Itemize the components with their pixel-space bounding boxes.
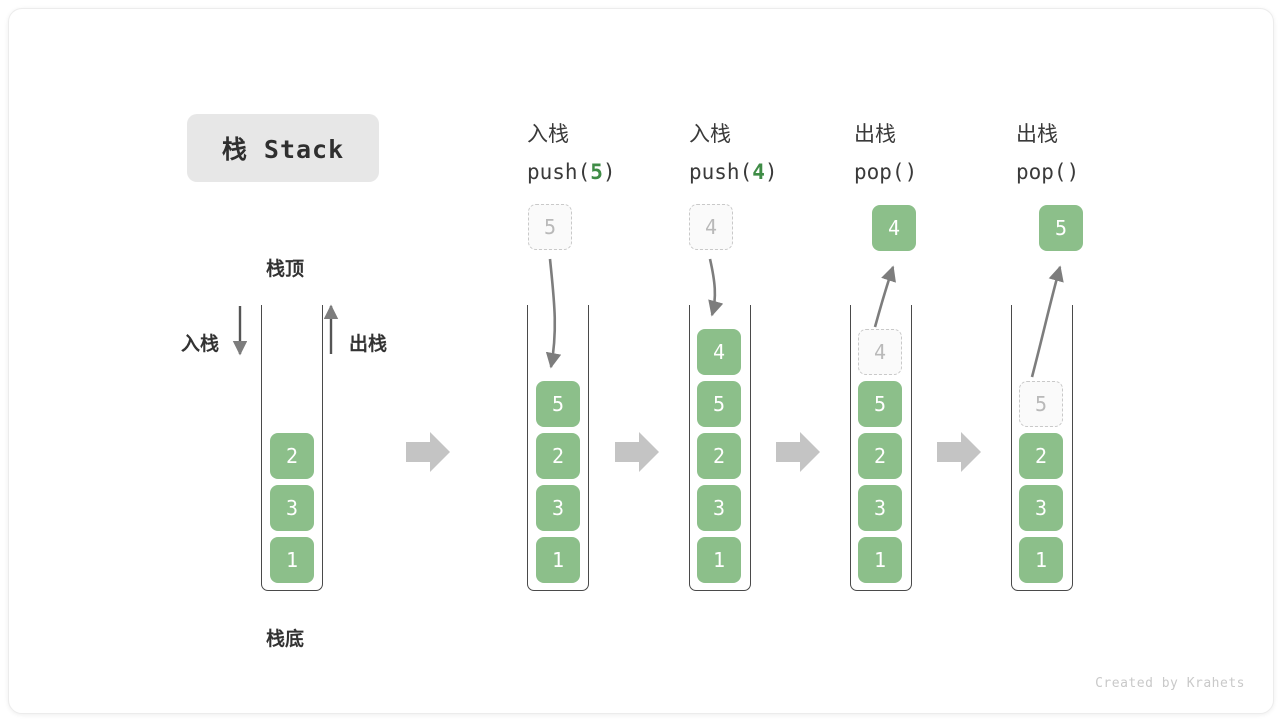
header-push-4-code: push(4) <box>689 160 778 184</box>
stack-cell: 3 <box>270 485 314 531</box>
stack-cell: 3 <box>858 485 902 531</box>
push-side-label: 入栈 <box>181 333 220 355</box>
header-push-4-cn: 入栈 <box>689 122 731 146</box>
stack-tube-push-4 <box>689 305 751 591</box>
stack-cell: 2 <box>1019 433 1063 479</box>
stack-tube-push-5 <box>527 305 589 591</box>
stack-top-label: 栈顶 <box>266 258 305 280</box>
header-push-4: 入栈 push(4) <box>689 115 778 191</box>
header-pop-2-code: pop() <box>1016 160 1080 184</box>
header-pop-2: 出栈 pop() <box>1016 115 1079 191</box>
floating-ghost-cell: 4 <box>689 204 733 250</box>
stack-bottom-label: 栈底 <box>266 628 305 650</box>
stack-cell: 5 <box>536 381 580 427</box>
stack-cell: 5 <box>697 381 741 427</box>
popped-cell: 5 <box>1039 205 1083 251</box>
title-badge: 栈 Stack <box>187 114 379 182</box>
stack-cell: 3 <box>697 485 741 531</box>
stack-cell: 2 <box>858 433 902 479</box>
header-push-5: 入栈 push(5) <box>527 115 616 191</box>
diagram-canvas: 栈 Stack 栈顶 栈底 入栈 出栈 入栈 push(5) 入栈 push(4… <box>8 8 1274 714</box>
stack-cell: 3 <box>536 485 580 531</box>
header-pop-1-code: pop() <box>854 160 918 184</box>
header-push-5-cn: 入栈 <box>527 122 569 146</box>
header-pop-2-cn: 出栈 <box>1016 122 1058 146</box>
removed-ghost-cell: 4 <box>858 329 902 375</box>
stack-cell: 1 <box>536 537 580 583</box>
stack-cell: 2 <box>270 433 314 479</box>
watermark: Created by Krahets <box>1095 676 1245 691</box>
header-pop-1-cn: 出栈 <box>854 122 896 146</box>
header-pop-1: 出栈 pop() <box>854 115 917 191</box>
stack-cell: 1 <box>1019 537 1063 583</box>
floating-ghost-cell: 5 <box>528 204 572 250</box>
stack-cell: 2 <box>536 433 580 479</box>
stack-cell: 1 <box>858 537 902 583</box>
pop-side-label: 出栈 <box>349 333 388 355</box>
step-arrow <box>406 432 450 472</box>
header-push-5-code: push(5) <box>527 160 616 184</box>
stack-cell: 1 <box>697 537 741 583</box>
step-arrow <box>615 432 659 472</box>
stack-tube-initial <box>261 305 323 591</box>
stack-tube-pop-2 <box>1011 305 1073 591</box>
stack-cell: 1 <box>270 537 314 583</box>
stack-cell: 3 <box>1019 485 1063 531</box>
stack-cell: 5 <box>858 381 902 427</box>
stack-cell: 4 <box>697 329 741 375</box>
removed-ghost-cell: 5 <box>1019 381 1063 427</box>
step-arrow <box>937 432 981 472</box>
popped-cell: 4 <box>872 205 916 251</box>
stack-tube-pop-1 <box>850 305 912 591</box>
stack-cell: 2 <box>697 433 741 479</box>
step-arrow <box>776 432 820 472</box>
